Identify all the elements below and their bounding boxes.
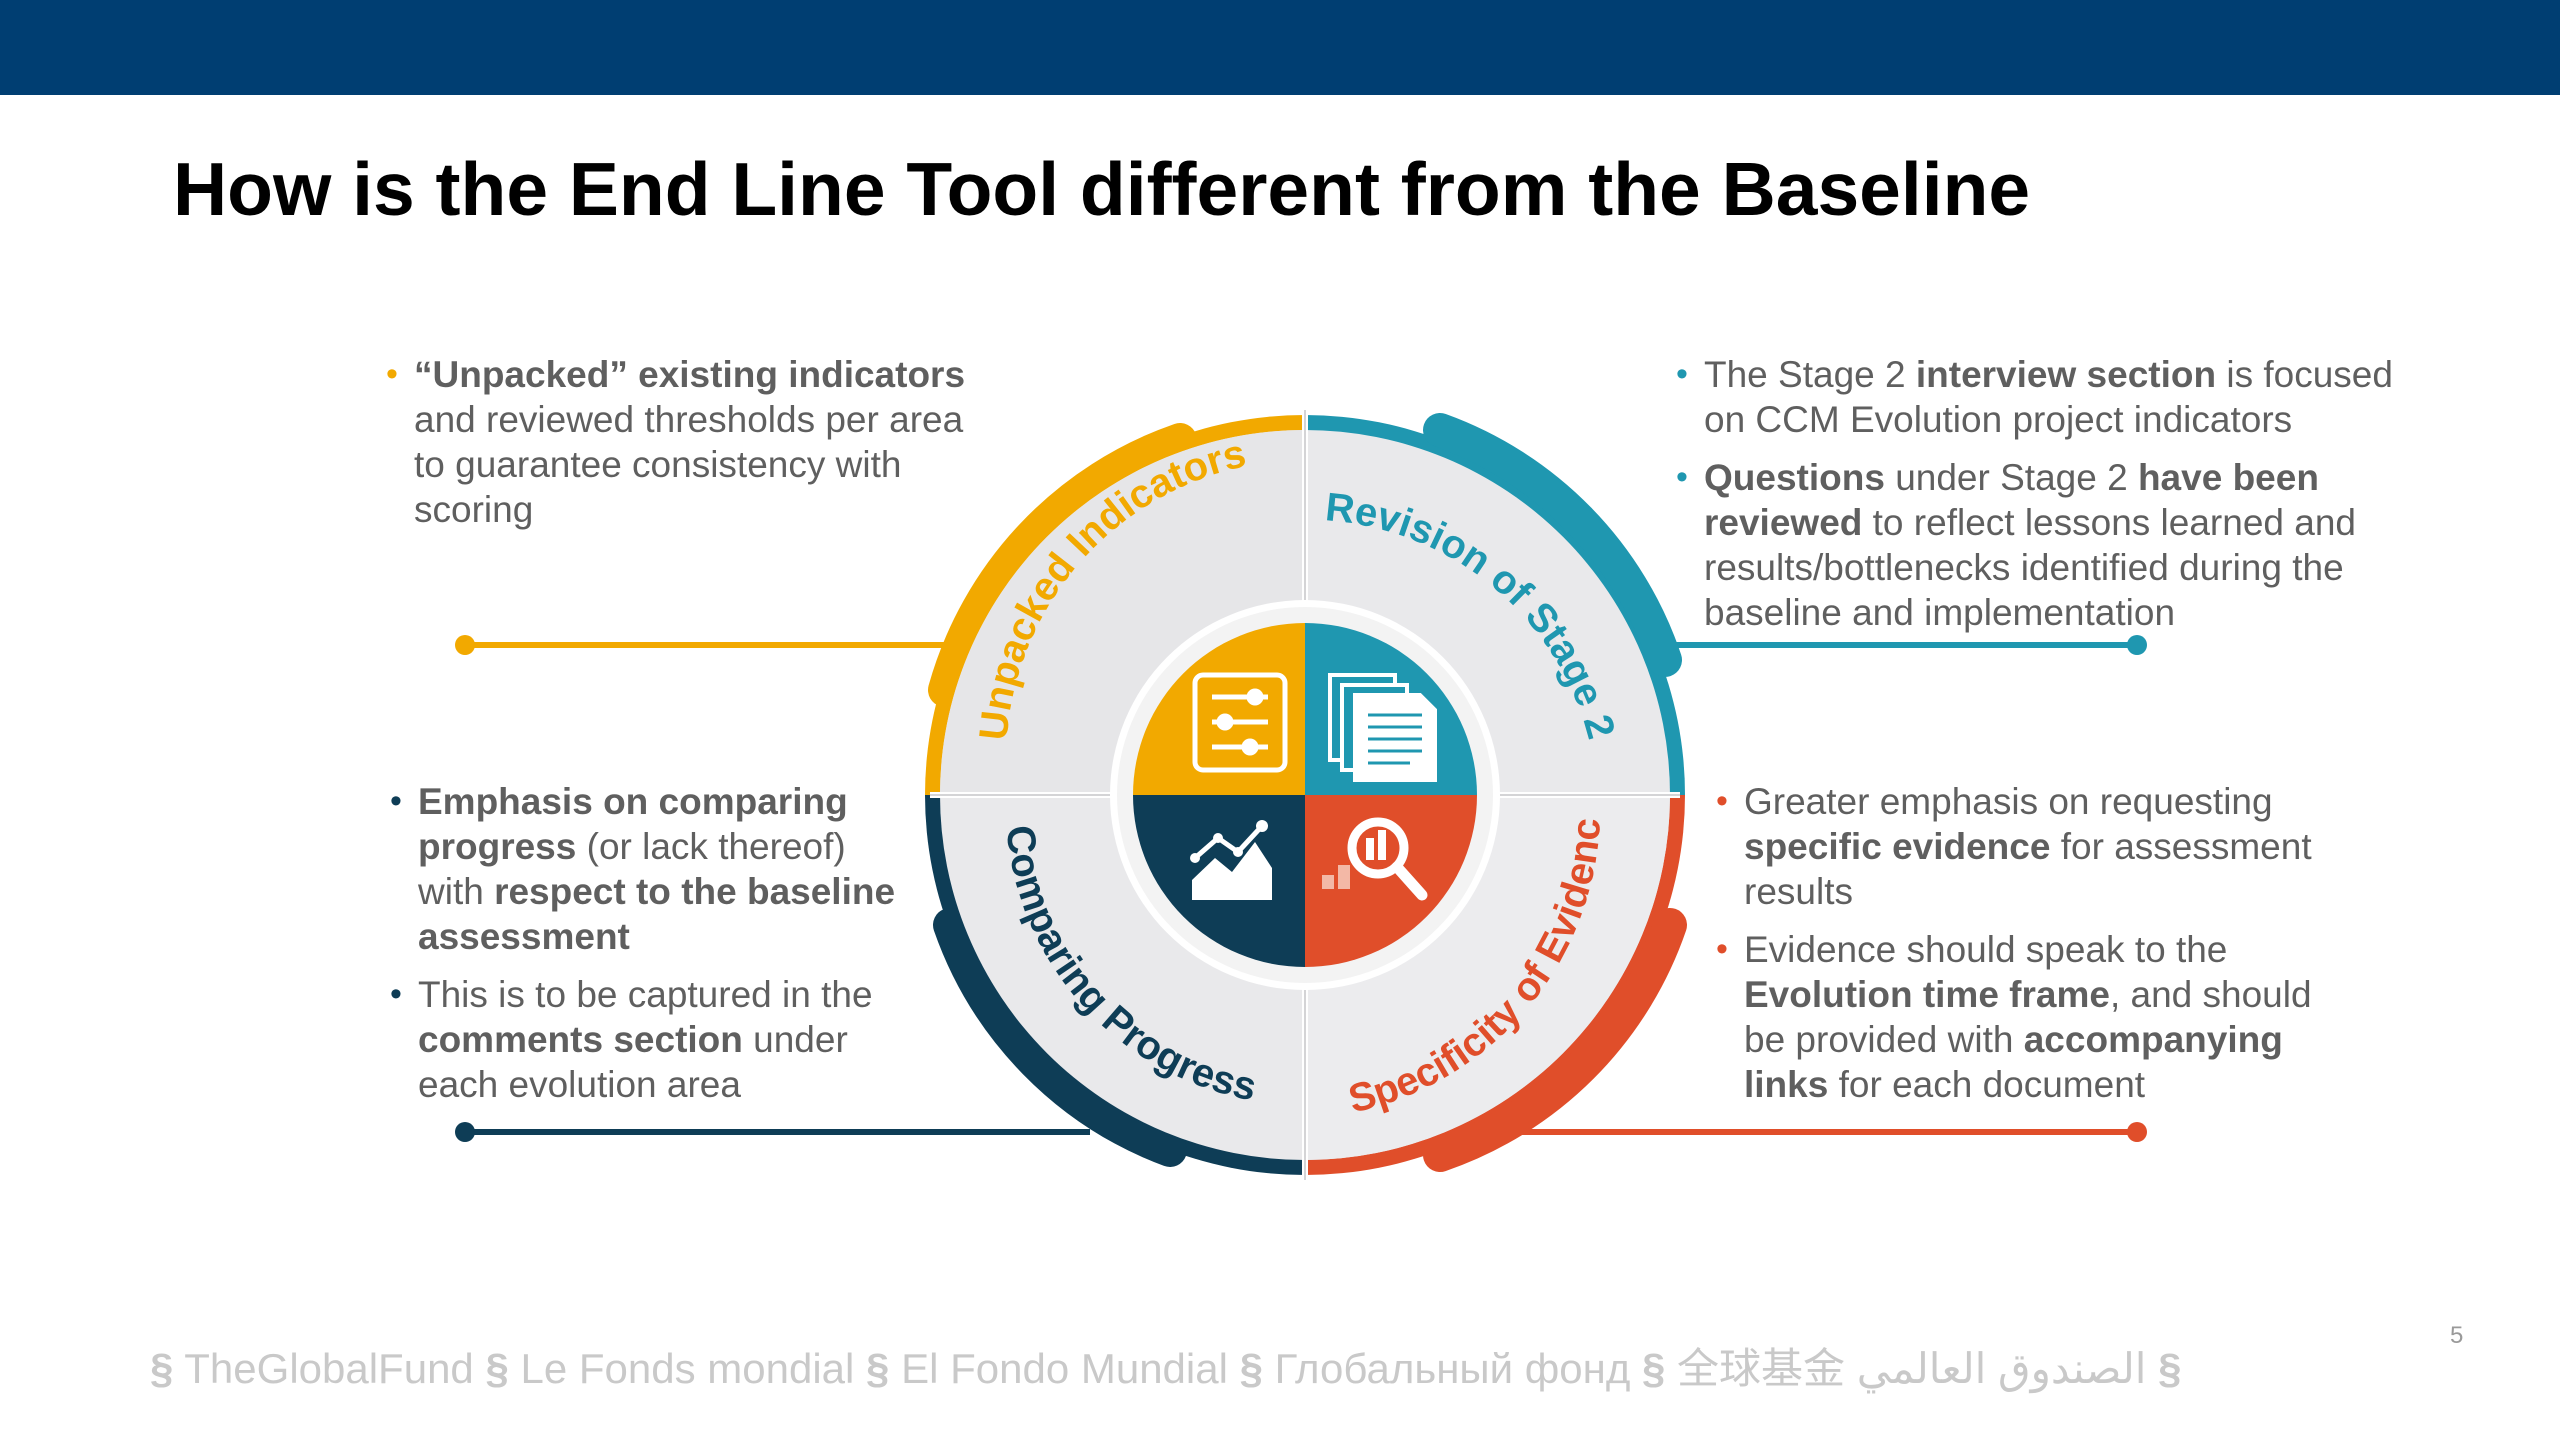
bullet-emphasis-comparing: • Emphasis on comparing progress (or lac… [390,779,950,959]
bullet-comments-section: • This is to be captured in the comments… [390,972,950,1107]
footer-french: Le Fonds mondial [520,1345,855,1392]
bullet-dot: • [1716,782,1728,820]
bullet-dot: • [390,782,402,820]
bullet-text-bold: links [1744,1064,1829,1105]
bullet-text: and reviewed thresholds per area [414,399,964,440]
bullet-text: (or lack thereof) [576,826,846,867]
bullet-text-bold: specific evidence [1744,826,2051,867]
bullet-text: be provided with [1744,1019,2024,1060]
magnifier-chart-icon [1322,817,1428,901]
bullet-text-bold: Questions [1704,457,1885,498]
documents-icon [1328,673,1437,782]
bullet-text: for each document [1828,1064,2146,1105]
slide-title: How is the End Line Tool different from … [173,147,2031,231]
bullet-dot: • [1676,355,1688,393]
bullet-text: results/bottlenecks identified during th… [1704,547,2344,588]
bullet-text: Evidence should speak to the [1744,929,2228,970]
bullet-text: with [418,871,495,912]
page-number: 5 [2450,1322,2464,1349]
bullet-unpacked: • “Unpacked” existing indicators and rev… [386,352,1006,532]
center-circle [1110,600,1500,990]
bullet-text-bold: comments section [418,1019,743,1060]
bullet-text: baseline and implementation [1704,592,2176,633]
footer-chinese: 全球基金 [1677,1345,1846,1392]
bullet-text: is focused [2216,354,2393,395]
bullet-text-bold: Evolution time frame [1744,974,2110,1015]
bullet-text-bold: reviewed [1704,502,1863,543]
global-fund-logo-icon: § [1642,1345,1666,1392]
bullet-text: on CCM Evolution project indicators [1704,399,2293,440]
bullet-text-bold: “Unpacked” existing indicators [414,354,966,395]
bullet-interview: • The Stage 2 interview section is focus… [1676,352,2436,442]
global-fund-logo-icon: § [150,1345,174,1392]
checklist-icon [1192,672,1288,773]
bullet-text-bold: Emphasis on comparing [418,781,848,822]
bullet-text: to guarantee consistency with [414,444,902,485]
bullet-text: , and should [2109,974,2312,1015]
bullet-text: each evolution area [418,1064,741,1105]
bullet-specific-evidence: • Greater emphasis on requesting specifi… [1716,779,2436,914]
bottom-right-text: • Greater emphasis on requesting specifi… [1716,779,2436,1120]
top-right-text: • The Stage 2 interview section is focus… [1676,352,2436,648]
footer-arabic: الصندوق العالمي [1856,1345,2147,1392]
line-chart-icon [1190,820,1272,900]
global-fund-logo-icon: § [1239,1345,1263,1392]
bullet-dot: • [1676,458,1688,496]
global-fund-logo-icon: § [485,1345,509,1392]
bullet-text: results [1744,871,1853,912]
global-fund-logo-icon: § [2158,1345,2182,1392]
bullet-text-bold: respect to the baseline [494,871,896,912]
bullet-text: The Stage 2 [1704,354,1916,395]
bullet-text-bold: have been [2137,457,2319,498]
bullet-text: This is to be captured in the [418,974,873,1015]
footer-spanish: El Fondo Mundial [901,1345,1228,1392]
footer-english: TheGlobalFund [184,1345,474,1392]
bullet-text: for assessment [2050,826,2312,867]
top-left-text: • “Unpacked” existing indicators and rev… [386,352,1006,545]
bullet-dot: • [1716,930,1728,968]
bullet-text-bold: accompanying [2023,1019,2283,1060]
bullet-dot: • [386,355,398,393]
bullet-text-bold: assessment [418,916,630,957]
bullet-text: scoring [414,489,534,530]
bullet-evolution-timeframe: • Evidence should speak to the Evolution… [1716,927,2436,1107]
bullet-text: Greater emphasis on requesting [1744,781,2273,822]
bullet-text: to reflect lessons learned and [1862,502,2357,543]
bullet-questions: • Questions under Stage 2 have been revi… [1676,455,2436,635]
bullet-text: under Stage 2 [1884,457,2138,498]
global-fund-logo-icon: § [866,1345,890,1392]
footer-logo-strip: § TheGlobalFund § Le Fonds mondial § El … [150,1335,2182,1396]
bullet-text-bold: interview section [1915,354,2217,395]
bullet-dot: • [390,975,402,1013]
bullet-text-bold: progress [418,826,577,867]
bullet-text: under [742,1019,848,1060]
header-bar [0,0,2560,95]
connector-lines [455,635,2147,1142]
bottom-left-text: • Emphasis on comparing progress (or lac… [390,779,950,1120]
footer-russian: Глобальный фонд [1274,1345,1631,1392]
